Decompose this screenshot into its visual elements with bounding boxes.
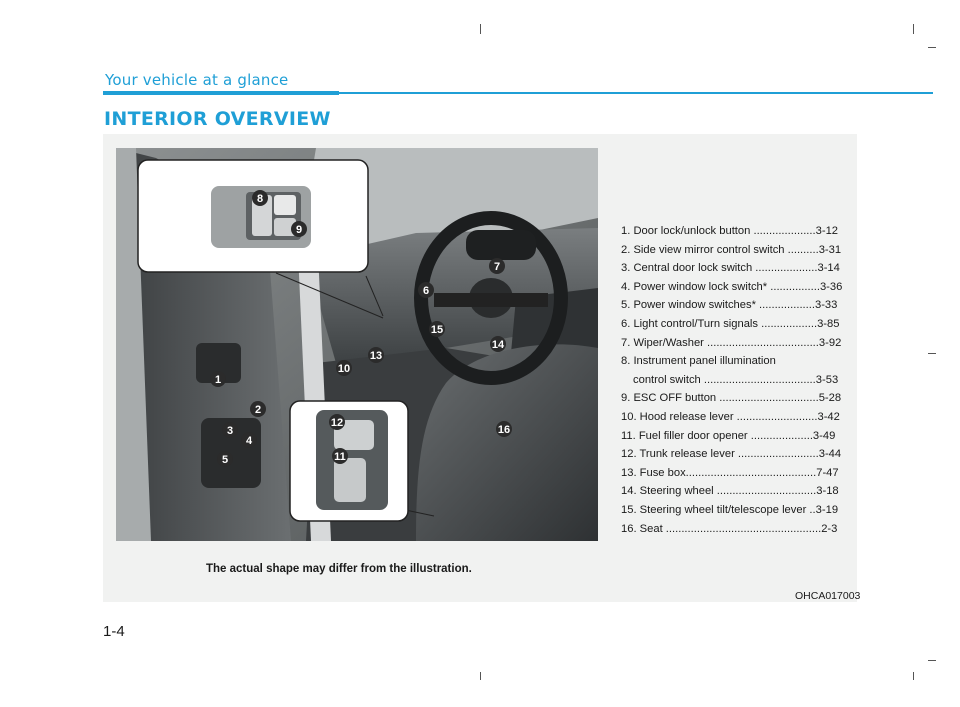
- svg-text:13: 13: [370, 350, 382, 362]
- callout-11: 11: [332, 448, 348, 464]
- callout-13: 13: [368, 347, 384, 363]
- page-title: INTERIOR OVERVIEW: [104, 108, 331, 130]
- list-item: 7. Wiper/Washer ........................…: [621, 336, 842, 349]
- svg-text:16: 16: [498, 424, 510, 436]
- svg-text:4: 4: [246, 435, 253, 447]
- list-item: 4. Power window lock switch* ...........…: [621, 280, 843, 293]
- svg-text:1: 1: [215, 374, 221, 386]
- callout-1: 1: [210, 371, 226, 387]
- callout-4: 4: [241, 432, 257, 448]
- svg-text:11: 11: [334, 451, 346, 463]
- callout-9: 9: [291, 221, 307, 237]
- svg-text:3: 3: [227, 425, 233, 437]
- list-item: 12. Trunk release lever ................…: [621, 448, 842, 461]
- svg-text:9: 9: [296, 224, 302, 236]
- page-number: 1-4: [103, 623, 125, 640]
- section-label: Your vehicle at a glance: [105, 71, 289, 89]
- callout-16: 16: [496, 421, 512, 437]
- callout-layer: 8 9 1 2 3 4 5 6 7 10 13 15 14 16 12 11: [210, 190, 512, 467]
- list-item: 15. Steering wheel tilt/telescope lever …: [621, 503, 839, 516]
- list-item: 10. Hood release lever .................…: [621, 410, 840, 423]
- list-item: control switch .........................…: [633, 373, 839, 386]
- list-item: 13. Fuse box............................…: [621, 466, 839, 479]
- svg-text:5: 5: [222, 454, 228, 466]
- figure-caption: The actual shape may differ from the ill…: [206, 563, 472, 575]
- component-list: 1. Door lock/unlock button .............…: [621, 222, 853, 538]
- svg-text:14: 14: [492, 339, 505, 351]
- list-item: 2. Side view mirror control switch .....…: [621, 243, 842, 256]
- crop-mark: [928, 47, 936, 48]
- svg-text:8: 8: [257, 193, 263, 205]
- list-item: 9. ESC OFF button ......................…: [621, 392, 842, 405]
- crop-mark: [928, 353, 936, 354]
- callout-14: 14: [490, 336, 506, 352]
- figure-code: OHCA017003: [795, 590, 861, 602]
- list-item: 11. Fuel filler door opener ............…: [621, 429, 836, 442]
- interior-illustration: [116, 148, 598, 541]
- list-item: 6. Light control/Turn signals ..........…: [621, 317, 840, 330]
- list-item: 14. Steering wheel .....................…: [621, 485, 839, 498]
- crop-mark: [913, 24, 914, 34]
- list-item: 1. Door lock/unlock button .............…: [621, 225, 839, 237]
- callout-5: 5: [217, 451, 233, 467]
- svg-text:10: 10: [338, 363, 350, 375]
- header-rule: [339, 92, 933, 94]
- svg-text:12: 12: [331, 417, 343, 429]
- svg-text:7: 7: [494, 261, 500, 273]
- callout-3: 3: [222, 422, 238, 438]
- callout-8: 8: [252, 190, 268, 206]
- callout-2: 2: [250, 401, 266, 417]
- svg-text:15: 15: [431, 324, 443, 336]
- crop-mark: [928, 660, 936, 661]
- svg-text:2: 2: [255, 404, 261, 416]
- header-rule-thick: [103, 91, 339, 95]
- list-item: 8. Instrument panel illumination: [621, 355, 776, 368]
- list-item: 16. Seat ...............................…: [621, 522, 838, 535]
- callout-12: 12: [329, 414, 345, 430]
- callout-10: 10: [336, 360, 352, 376]
- crop-mark: [913, 672, 914, 680]
- callout-7: 7: [489, 258, 505, 274]
- list-item: 5. Power window switches* ..............…: [621, 299, 838, 312]
- crop-mark: [480, 24, 481, 34]
- crop-mark: [480, 672, 481, 680]
- list-item: 3. Central door lock switch ............…: [621, 262, 840, 275]
- callout-6: 6: [418, 282, 434, 298]
- callout-15: 15: [429, 321, 445, 337]
- svg-text:6: 6: [423, 285, 429, 297]
